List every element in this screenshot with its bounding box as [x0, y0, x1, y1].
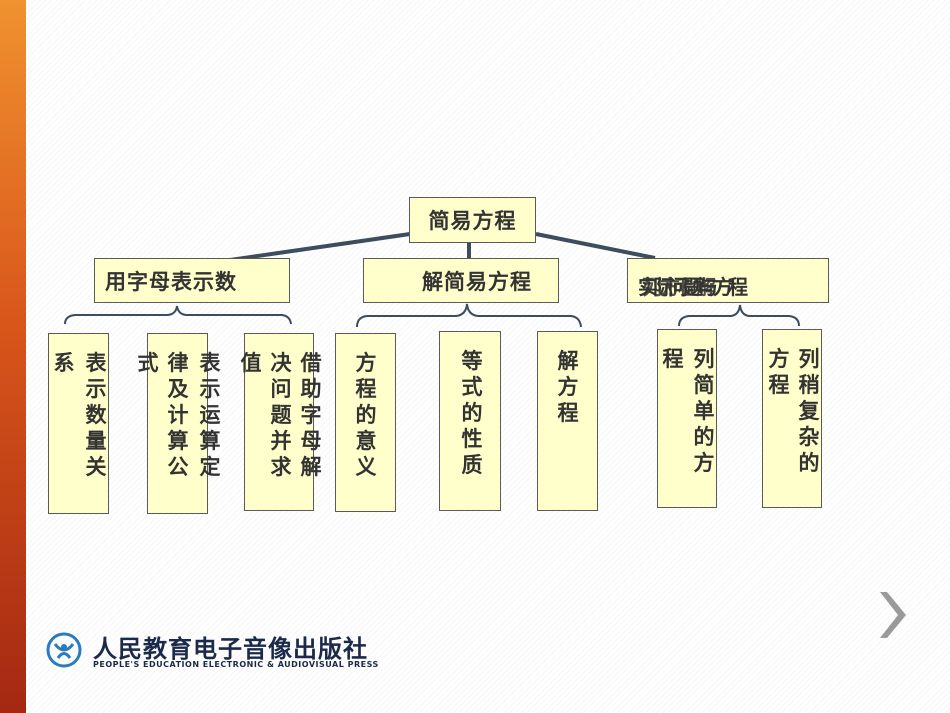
leaf-col: 列稍复杂的 — [798, 347, 820, 475]
leaf-practical-simple: 程 列简单的方 — [657, 329, 717, 508]
leaf-col: 解方程 — [557, 349, 579, 425]
leaf-col: 方程的意义 — [355, 351, 377, 479]
leaf-practical-complex: 方程 列稍复杂的 — [762, 329, 822, 508]
root-node: 简易方程 — [409, 197, 536, 243]
leaf-algebra-relations: 系 表示数量关 — [48, 333, 109, 514]
category-equation: 解简易方程 — [363, 258, 559, 303]
connector-root-to-practical — [535, 232, 656, 260]
leaf-col: 式 — [137, 351, 159, 375]
publisher-emblem-icon — [46, 632, 82, 668]
leaf-algebra-formulas: 式 律及计算公 表示运算定 — [138, 333, 221, 514]
leaf-algebra-solve: 值 决问题并求 借助字母解 — [241, 333, 322, 511]
leaf-col: 值 — [240, 351, 262, 375]
leaf-col: 律及计算公 — [167, 351, 189, 479]
publisher-name-cn: 人民教育电子音像出版社 — [93, 635, 368, 663]
leaf-col: 决问题并求 — [270, 351, 292, 479]
category-practical: 实际问题与方程 列方程解 — [627, 258, 829, 303]
leaf-equation-solve: 解方程 — [537, 331, 598, 511]
next-slide-button[interactable] — [872, 584, 912, 646]
category-algebra-label: 用字母表示数 — [105, 269, 237, 294]
leaf-col: 借助字母解 — [300, 351, 322, 479]
brace-practical — [678, 304, 800, 327]
leaf-equation-meaning: 方程的意义 — [335, 333, 396, 512]
leaf-col: 程 — [662, 347, 684, 371]
chevron-right-icon — [880, 592, 906, 638]
publisher-name-en: PEOPLE'S EDUCATION ELECTRONIC & AUDIOVIS… — [93, 660, 379, 669]
leaf-equation-equality: 等式的性质 — [439, 331, 501, 511]
leaf-col: 等式的性质 — [461, 349, 483, 477]
category-practical-label: 实际问题与方程 — [638, 275, 748, 299]
brace-equation — [356, 303, 582, 328]
root-label: 简易方程 — [428, 209, 517, 233]
leaf-col: 方程 — [768, 347, 790, 397]
brace-algebra — [64, 305, 292, 325]
category-equation-label: 解简易方程 — [422, 269, 532, 294]
leaf-col: 表示数量关 — [85, 351, 107, 479]
connector-root-to-algebra — [229, 232, 411, 262]
leaf-col: 列简单的方 — [693, 347, 715, 475]
category-practical-overlap-label: 列方程解 — [642, 275, 716, 299]
publisher-logo: 人民教育电子音像出版社 PEOPLE'S EDUCATION ELECTRONI… — [46, 628, 386, 674]
leaf-col: 系 — [53, 351, 75, 375]
category-algebra: 用字母表示数 — [94, 258, 290, 303]
leaf-col: 表示运算定 — [199, 351, 221, 479]
left-accent-bar — [0, 0, 26, 713]
